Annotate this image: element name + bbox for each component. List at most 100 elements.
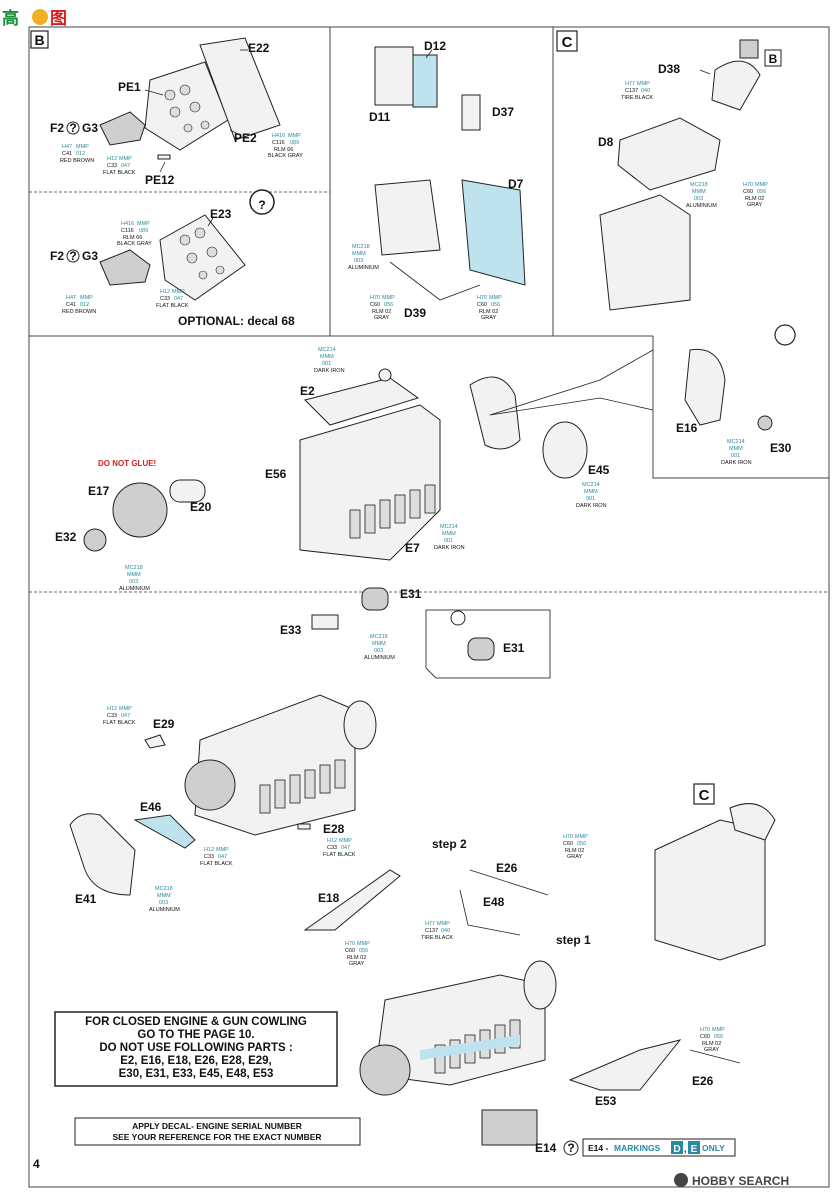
svg-text:RLM 02: RLM 02: [479, 309, 498, 315]
svg-text:MMP: MMP: [119, 706, 132, 712]
svg-text:B: B: [769, 52, 778, 66]
label-e53: E53: [595, 1094, 617, 1108]
svg-text:C33: C33: [107, 713, 117, 719]
svg-text:MARKINGS: MARKINGS: [614, 1143, 661, 1153]
svg-text:MMP: MMP: [575, 834, 588, 840]
label-d7: D7: [508, 177, 524, 191]
svg-text:MC218: MC218: [125, 565, 143, 571]
part-e20-shape: [169, 479, 206, 503]
svg-text:B: B: [34, 32, 44, 48]
svg-text:C: C: [562, 34, 573, 51]
svg-text:RED BROWN: RED BROWN: [62, 309, 96, 315]
svg-text:047: 047: [341, 845, 350, 851]
svg-text:C60: C60: [743, 189, 753, 195]
svg-text:H12: H12: [160, 289, 170, 295]
label-d38: D38: [658, 62, 680, 76]
label-pe2: PE2: [234, 131, 257, 145]
label-e33: E33: [280, 623, 302, 637]
svg-text:H77: H77: [425, 921, 435, 927]
svg-text:MMP: MMP: [712, 1027, 725, 1033]
part-e45-shape: [542, 421, 588, 479]
part-e26-shape: [469, 869, 549, 896]
label-d11: D11: [369, 110, 391, 124]
part-e22-shape: [199, 37, 281, 141]
svg-text:MMP: MMP: [76, 144, 89, 150]
svg-text:C60: C60: [370, 302, 380, 308]
part-e31-shape: [361, 587, 389, 611]
svg-text:003: 003: [694, 196, 703, 202]
svg-text:H47: H47: [62, 144, 72, 150]
svg-text:MMP: MMP: [339, 838, 352, 844]
svg-text:GRAY: GRAY: [567, 854, 583, 860]
part-e29-shape: [144, 734, 166, 749]
svg-text:MMM: MMM: [372, 641, 386, 647]
svg-text:H47: H47: [66, 295, 76, 301]
label-pe1: PE1: [118, 80, 141, 94]
engine-step-1: E2 E56 E7 E17 E20 E32 E45 E16 E30 DO NOT…: [55, 324, 796, 592]
part-f2b-shape: [99, 249, 151, 286]
svg-text:C137: C137: [425, 928, 438, 934]
svg-text:C60: C60: [477, 302, 487, 308]
svg-text:001: 001: [586, 496, 595, 502]
svg-text:056: 056: [577, 841, 586, 847]
svg-text:056: 056: [757, 189, 766, 195]
svg-text:ALUMINIUM: ALUMINIUM: [364, 655, 395, 661]
svg-text:TIRE BLACK: TIRE BLACK: [621, 95, 653, 101]
svg-text:047: 047: [174, 296, 183, 302]
svg-text:MMP: MMP: [119, 156, 132, 162]
detail-box-e31: [425, 609, 551, 679]
svg-text:GRAY: GRAY: [747, 202, 763, 208]
svg-text:MMP: MMP: [80, 295, 93, 301]
svg-text:MC218: MC218: [370, 634, 388, 640]
part-d38-shape: [711, 60, 761, 111]
svg-text:H77: H77: [625, 81, 635, 87]
part-d8-shape: [617, 117, 721, 191]
svg-text:MMP: MMP: [357, 941, 370, 947]
svg-text:RED BROWN: RED BROWN: [60, 158, 94, 164]
paint-e1-3: MC218 MMM 003 ALUMINIUM: [119, 565, 150, 592]
svg-text:MMM: MMM: [692, 189, 706, 195]
markings-badge: E14 - MARKINGS D , E ONLY: [582, 1138, 736, 1157]
paint-e2-0: MC218 MMM 003 ALUMINIUM: [364, 634, 395, 661]
part-pe12-shape: [157, 154, 171, 160]
svg-text:?: ?: [567, 1141, 574, 1155]
svg-text:MMP: MMP: [382, 295, 395, 301]
svg-text:056: 056: [714, 1034, 723, 1040]
svg-text:FLAT BLACK: FLAT BLACK: [323, 852, 356, 858]
label-g3: G3: [82, 121, 98, 135]
part-e30-shape: [757, 415, 773, 431]
part-e14-shape: [481, 1109, 538, 1146]
svg-text:MMP: MMP: [216, 847, 229, 853]
svg-text:GRAY: GRAY: [704, 1047, 720, 1053]
label-e56: E56: [265, 467, 287, 481]
marker-c-top: C: [556, 30, 578, 52]
svg-text:MC218: MC218: [352, 244, 370, 250]
help-icon-3: [563, 1140, 579, 1156]
svg-text:FLAT BLACK: FLAT BLACK: [200, 861, 233, 867]
engine-step-2: E31 E33 E31 E29 E46 E41 E28 MC218 MMM 00…: [69, 587, 551, 913]
marker-b-ref: B: [764, 49, 782, 67]
svg-text:MC214: MC214: [727, 439, 745, 445]
svg-text:DARK IRON: DARK IRON: [314, 368, 345, 374]
svg-text:C33: C33: [204, 854, 214, 860]
part-d11-shape: [374, 46, 414, 106]
label-e30: E30: [770, 441, 792, 455]
svg-text:?: ?: [258, 198, 265, 212]
svg-text:047: 047: [121, 163, 130, 169]
svg-text:MC214: MC214: [318, 347, 336, 353]
